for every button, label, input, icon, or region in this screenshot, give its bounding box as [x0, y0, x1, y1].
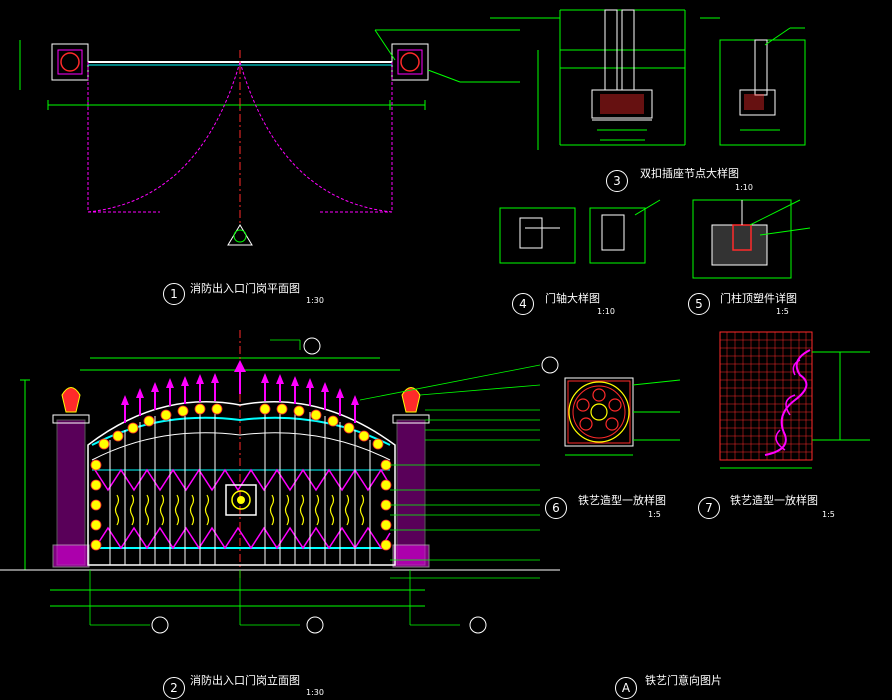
caption-5-scale: 1:5	[776, 307, 789, 316]
plan-pillar-left	[51, 43, 89, 81]
caption-1-number: 1	[163, 283, 185, 305]
elevation-pillar-left	[56, 419, 86, 566]
caption-4-scale: 1:10	[597, 307, 615, 316]
detail-5	[692, 199, 811, 279]
plan-swing-arc-right	[239, 61, 393, 213]
plan-pillar-right	[391, 43, 429, 81]
caption-3-title: 双扣插座节点大样图	[640, 167, 739, 180]
detail-6	[564, 377, 681, 456]
caption-5-number: 5	[688, 293, 710, 315]
caption-6-number: 6	[545, 497, 567, 519]
gate-finials	[121, 360, 359, 423]
caption-4-title: 门轴大样图	[545, 292, 600, 305]
caption-1-title: 消防出入口门岗平面图	[190, 282, 300, 295]
detail-7	[719, 331, 870, 469]
gate-medallion	[225, 484, 257, 516]
caption-a-title: 铁艺门意向图片	[645, 674, 722, 687]
detail-4	[499, 199, 661, 264]
lamp-left	[61, 387, 81, 413]
detail-3	[490, 9, 806, 150]
caption-1-scale: 1:30	[306, 296, 324, 305]
caption-2-number: 2	[163, 677, 185, 699]
detail-7-grid	[720, 332, 812, 460]
caption-7-number: 7	[698, 497, 720, 519]
caption-7-scale: 1:5	[822, 510, 835, 519]
plan-swing-arc-left	[87, 61, 241, 213]
plan-view	[19, 29, 520, 246]
elevation-view	[0, 330, 560, 634]
caption-5-title: 门柱顶塑件详图	[720, 292, 797, 305]
caption-4-number: 4	[512, 293, 534, 315]
elevation-pillar-right	[396, 419, 426, 566]
gate-wavy-decor	[114, 494, 365, 526]
caption-3-scale: 1:10	[735, 183, 753, 192]
caption-6-title: 铁艺造型一放样图	[578, 494, 666, 507]
caption-2-scale: 1:30	[306, 688, 324, 697]
elevation-leaders	[270, 339, 541, 579]
gate-bars	[109, 410, 371, 565]
caption-a-number: A	[615, 677, 637, 699]
gate-arch-rosettes	[90, 403, 392, 551]
caption-3-number: 3	[606, 170, 628, 192]
caption-7-title: 铁艺造型一放样图	[730, 494, 818, 507]
caption-2-title: 消防出入口门岗立面图	[190, 674, 300, 687]
caption-6-scale: 1:5	[648, 510, 661, 519]
